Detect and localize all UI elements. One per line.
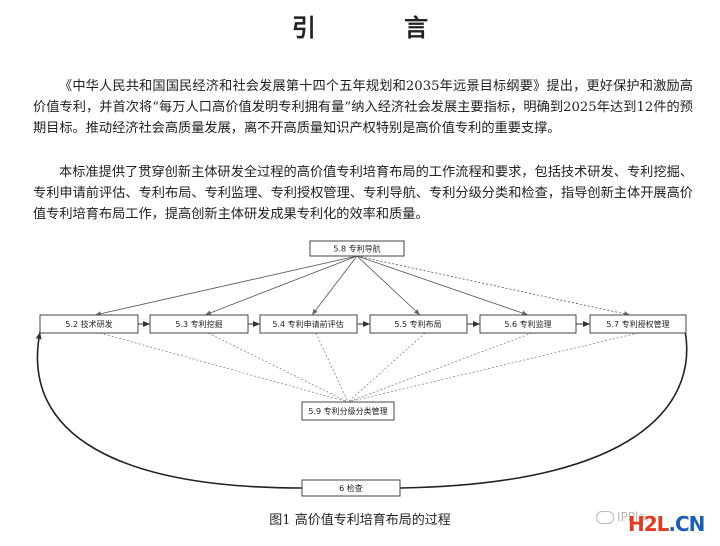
node-label: 5.9 专利分级分类管理 [308,406,387,416]
brand-h2l: H2L [628,512,669,536]
node-label: 6 检查 [339,483,363,493]
node-label: 5.6 专利监理 [504,319,551,329]
intro-paragraph-1: 《中华人民共和国国民经济和社会发展第十四个五年规划和2035年远景目标纲要》提出… [33,79,693,136]
check-feedback-loop [35,325,688,489]
node-pre-filing-assessment: 5.4 专利申请前评估 [259,314,358,334]
node-label: 5.8 专利导航 [333,244,380,254]
node-grant-management: 5.7 专利授权管理 [589,314,687,334]
node-label: 5.2 技术研发 [65,319,112,329]
node-patent-supervision: 5.6 专利监理 [479,314,577,334]
node-label: 5.7 专利授权管理 [606,319,669,329]
classification-connectors [99,332,639,403]
node-patent-navigation: 5.8 专利导航 [309,240,405,257]
wechat-watermark: IPPla... [596,510,657,524]
node-patent-mining: 5.3 专利挖掘 [149,314,249,334]
node-patent-layout: 5.5 专利布局 [369,314,468,334]
node-label: 5.5 专利布局 [394,319,441,329]
node-label: 5.3 专利挖掘 [175,319,222,329]
page-title: 引 言 [291,13,469,42]
wechat-icon [596,511,614,524]
site-watermark: H2L.CN [628,512,705,536]
brand-cn: .CN [668,512,705,536]
node-classification-management: 5.9 专利分级分类管理 [301,401,395,421]
node-label: 5.4 专利申请前评估 [272,319,343,329]
process-flow-diagram: 5.8 专利导航 5.2 技术研发 5.3 专利挖掘 5.4 专利申请前评估 5… [35,240,688,497]
intro-paragraph-2: 本标准提供了贯穿创新主体研发全过程的高价值专利培育布局的工作流程和要求，包括技术… [33,165,693,222]
wechat-watermark-text: IPPla... [617,510,658,524]
navigation-connectors [94,255,631,317]
figure-caption: 图1 高价值专利培育布局的过程 [269,513,451,528]
node-tech-rd: 5.2 技术研发 [39,314,139,334]
node-check: 6 检查 [301,479,401,497]
